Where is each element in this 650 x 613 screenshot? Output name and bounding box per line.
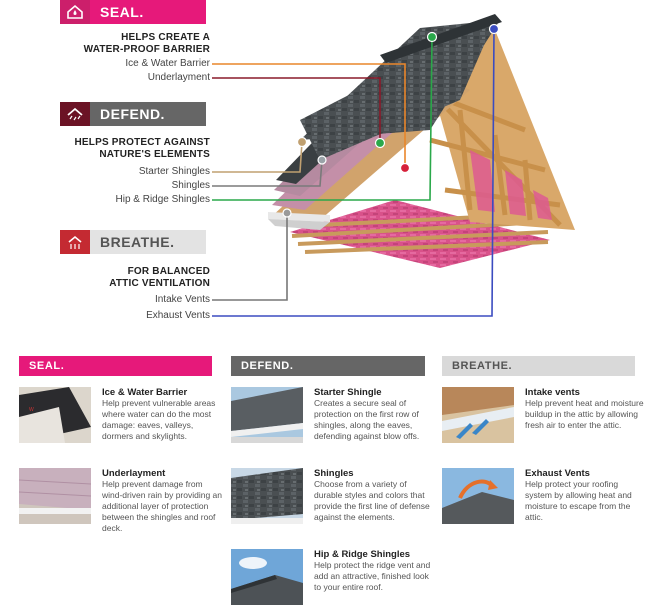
exhaust-vents-photo: [442, 468, 514, 524]
ridge-cap: [380, 14, 502, 63]
dot-exhaust: [488, 23, 500, 35]
intake-vents-title: Intake vents: [525, 387, 580, 398]
shingles-photo: [231, 468, 303, 524]
callout-exhaust: [212, 28, 495, 317]
label-hip-ridge-shingles: Hip & Ridge Shingles: [115, 194, 211, 205]
item-intake-vents: Intake vents Help prevent heat and moist…: [442, 387, 644, 461]
label-starter-shingles: Starter Shingles: [138, 166, 210, 177]
intake-vents-photo: [442, 387, 514, 443]
callout-dots: [282, 23, 500, 218]
hip-ridge-shingles-photo: [231, 549, 303, 605]
hip-ridge-shingles-desc: Help protect the ridge vent and add an a…: [314, 560, 431, 592]
callout-starter: [212, 141, 303, 173]
label-intake-vents: Intake Vents: [154, 294, 210, 305]
breathe-column-header: BREATHE.: [442, 356, 635, 376]
ice-water-barrier-title: Ice & Water Barrier: [102, 387, 188, 398]
dot-intake: [282, 208, 292, 218]
seal-column-header: SEAL.: [19, 356, 212, 376]
exhaust-vents-desc: Help protect your roofing system by allo…: [525, 479, 632, 522]
callout-lines: [212, 28, 495, 317]
dot-ice-water: [399, 162, 411, 174]
ice-water-barrier-photo: W: [19, 387, 91, 443]
shingles-desc: Choose from a variety of durable styles …: [314, 479, 430, 522]
rain-roof-icon: [60, 102, 90, 126]
dot-underlayment: [374, 137, 386, 149]
roof-cutaway-diagram: [212, 14, 575, 317]
callout-ice-water: [212, 63, 406, 168]
svg-text:W: W: [29, 407, 34, 413]
label-shingles: Shingles: [171, 180, 210, 191]
underlayment-photo: [19, 468, 91, 524]
seal-tag: SEAL.: [60, 0, 206, 24]
defend-column-header: DEFEND.: [231, 356, 425, 376]
starter-shingle-desc: Creates a secure seal of protection on t…: [314, 398, 420, 441]
callout-shingles: [212, 159, 323, 187]
intake-vents-desc: Help prevent heat and moisture buildup i…: [525, 398, 644, 430]
underlayment-desc: Help prevent damage from wind-driven rai…: [102, 479, 223, 533]
seal-tag-label: SEAL.: [90, 0, 206, 24]
underlayment-title: Underlayment: [102, 468, 166, 479]
item-exhaust-vents: Exhaust Vents Help protect your roofing …: [442, 468, 642, 542]
attic-insulation: [290, 200, 550, 268]
soffit-intake: [268, 219, 330, 230]
defend-tag-label: DEFEND.: [90, 102, 206, 126]
exhaust-vents-title: Exhaust Vents: [525, 468, 590, 479]
dot-starter: [296, 136, 308, 148]
item-starter-shingle: Starter Shingle Creates a secure seal of…: [231, 387, 431, 461]
label-exhaust-vents: Exhaust Vents: [146, 310, 210, 321]
callout-hip-ridge: [212, 36, 433, 201]
rafter-insulation: [470, 150, 552, 220]
label-ice-water-barrier: Ice & Water Barrier: [125, 58, 210, 69]
starter-shingle-title: Starter Shingle: [314, 387, 382, 398]
item-ice-water-barrier: W Ice & Water Barrier Help prevent vulne…: [19, 387, 219, 461]
item-shingles: Shingles Choose from a variety of durabl…: [231, 468, 431, 542]
breathe-tag: BREATHE.: [60, 230, 206, 254]
starter-shingle-photo: [231, 387, 303, 443]
hip-ridge-shingles-title: Hip & Ridge Shingles: [314, 549, 411, 560]
defend-tag: DEFEND.: [60, 102, 206, 126]
airflow-house-icon: [60, 230, 90, 254]
breathe-tag-label: BREATHE.: [90, 230, 206, 254]
item-hip-ridge-shingles: Hip & Ridge Shingles Help protect the ri…: [231, 549, 431, 613]
item-underlayment: Underlayment Help prevent damage from wi…: [19, 468, 222, 542]
dot-shingles: [317, 155, 327, 165]
shingles-title: Shingles: [314, 468, 354, 479]
ice-water-barrier-desc: Help prevent vulnerable areas where wate…: [102, 398, 216, 441]
shingle-layer-main: [300, 20, 495, 160]
label-underlayment: Underlayment: [147, 72, 210, 83]
callout-intake: [212, 213, 288, 301]
callout-underlayment: [212, 77, 381, 143]
water-drop-shield-icon: [60, 0, 90, 24]
dot-hip-ridge: [426, 31, 438, 43]
